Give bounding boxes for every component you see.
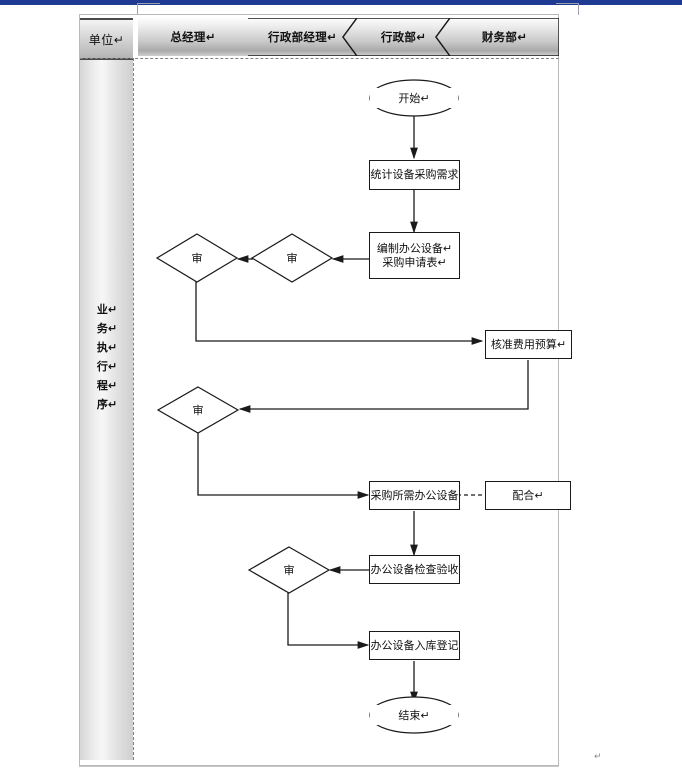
page-bottom-rule [79,766,559,767]
node-cooperate[interactable]: 配合↵ [485,481,571,510]
window-titlebar [0,0,682,5]
side-label-char-0: 业↵ [96,303,118,316]
side-label-char-4: 程↵ [96,379,118,392]
page-end-mark: ↵ [594,752,602,762]
lane-header-admin-dept[interactable]: 行政部↵ [380,30,427,44]
node-review-4[interactable]: 审 [269,560,309,580]
node-review-3[interactable]: 审 [178,400,218,420]
side-label-char-5: 序↵ [96,398,118,411]
lane-header-admin-manager[interactable]: 行政部经理↵ [268,30,337,44]
side-column-background [80,60,133,760]
node-make-request-form[interactable]: 编制办公设备↵ 采购申请表↵ [369,232,460,279]
unit-label: 单位↵ [88,32,125,47]
node-start[interactable]: 开始↵ [370,88,458,108]
node-approve-budget[interactable]: 核准费用预算↵ [485,330,572,359]
node-warehouse-register[interactable]: 办公设备入库登记 [369,631,460,660]
node-count-demand[interactable]: 统计设备采购需求 [369,160,460,190]
side-label-char-1: 务↵ [96,322,118,335]
lane-header-finance-dept[interactable]: 财务部↵ [481,30,528,44]
crop-mark-top-left [137,3,160,15]
document-page [79,14,559,766]
node-review-1[interactable]: 审 [177,248,217,268]
node-inspect-acceptance[interactable]: 办公设备检查验收 [369,555,460,584]
table-header-unit-cell: 单位↵ [80,18,133,60]
lane-divider-dashed [133,58,134,760]
side-label-char-3: 行↵ [96,360,118,373]
header-separator-dashed [80,58,559,59]
crop-mark-top-right [556,3,579,15]
node-end[interactable]: 结束↵ [370,705,458,725]
side-column-label: 业↵ 务↵ 执↵ 行↵ 程↵ 序↵ [88,300,126,414]
side-label-char-2: 执↵ [96,341,118,354]
node-purchase-equipment[interactable]: 采购所需办公设备 [369,481,460,510]
lane-header-general-manager[interactable]: 总经理↵ [138,18,248,56]
node-review-2[interactable]: 审 [272,248,312,268]
